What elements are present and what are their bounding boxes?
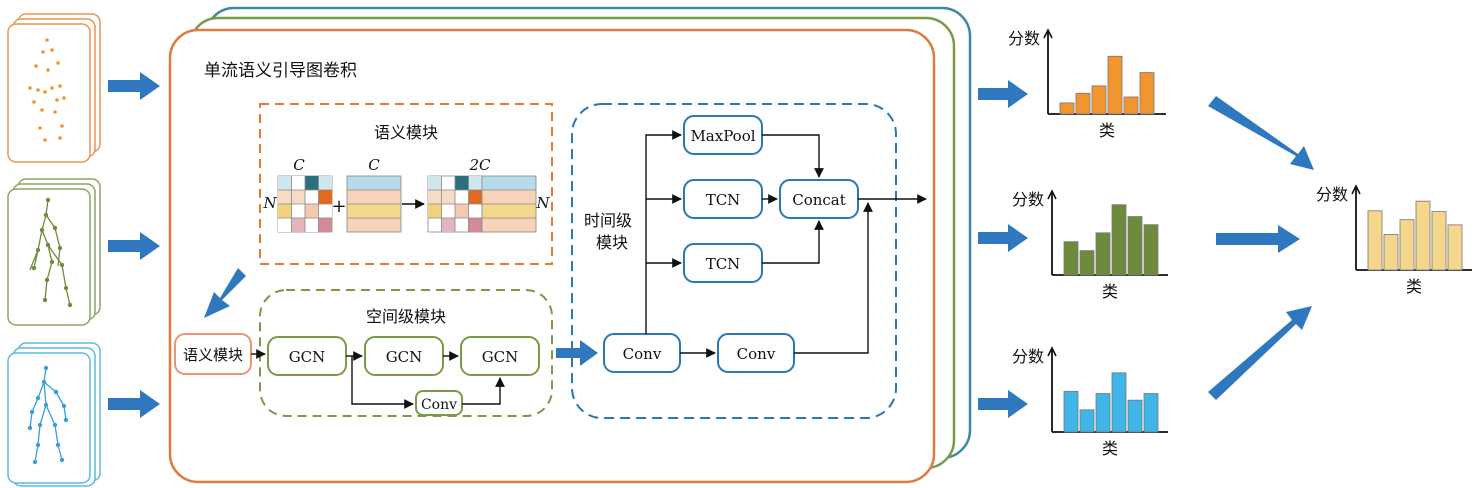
label-N-left: N [262,194,277,212]
label-C-middle: C [368,156,380,174]
tcn-label-1: TCN [706,191,741,209]
bar [1063,390,1079,433]
concat-label: Concat [792,191,846,209]
plus-sign: + [331,196,346,217]
y-axis-arrowhead [1047,346,1057,357]
bar [1367,210,1383,271]
output-arrows [978,80,1314,418]
chart-ylabel: 分数 [1012,347,1044,366]
bar [1143,393,1159,433]
gcn-label-2: GCN [386,348,423,366]
label-2C: 2C [468,156,491,174]
bar [1431,211,1447,271]
chart-ylabel: 分数 [1316,185,1348,204]
bar [1399,219,1415,271]
spatial-connectors [251,349,505,409]
y-axis-arrowhead [1047,189,1057,200]
gcn-label-3: GCN [482,348,519,366]
score-chart-2: 分数类 [1012,189,1168,301]
bar [1079,250,1095,276]
bar [1107,55,1123,115]
input-stack-blue [7,342,101,487]
semantic-to-input-arrow [204,268,246,318]
chart-xlabel: 类 [1099,121,1115,140]
chart-ylabel: 分数 [1012,190,1044,209]
fused-score-chart: 分数类 [1316,184,1472,296]
temporal-title-line1: 时间级 [584,211,632,230]
score-chart-1: 分数类 [1008,28,1166,140]
bar [1139,72,1155,115]
chart-xlabel: 类 [1102,282,1118,301]
semantic-module-title: 语义模块 [374,123,438,142]
score-chart-3: 分数类 [1012,346,1168,458]
bar [1383,234,1399,271]
bar [1127,399,1143,433]
temporal-title-line2: 模块 [596,233,628,252]
spatial-to-temporal-arrow [556,340,598,366]
y-axis-arrowhead [1043,28,1053,39]
bar [1123,96,1139,115]
bar [1143,224,1159,276]
bar [1091,85,1107,115]
y-axis-arrowhead [1351,184,1361,195]
adjacency-matrix [277,175,333,233]
bar [1415,200,1431,271]
skeleton-points-orange [28,38,66,142]
input-stack-orange [7,13,101,163]
temporal-conv-label-1: Conv [623,345,662,363]
chart-xlabel: 类 [1102,439,1118,458]
input-arrows [108,72,160,418]
chart-xlabel: 类 [1406,277,1422,296]
bar [1075,92,1091,115]
embedding-matrix [346,175,402,233]
spatial-conv-box [415,390,463,416]
concatenated-matrix [427,175,537,233]
spatial-module-title: 空间级模块 [366,307,446,326]
bar [1111,372,1127,433]
temporal-connectors [645,130,927,358]
gcn-box-3 [460,336,540,376]
tcn-label-2: TCN [706,255,741,273]
bar [1079,409,1095,433]
label-C-left: C [293,156,305,174]
semantic-input-label: 语义模块 [183,346,243,364]
bar [1063,241,1079,276]
spatial-conv-label: Conv [421,397,457,413]
bar [1059,102,1075,115]
input-stack-green [7,178,101,326]
bar [1095,232,1111,276]
temporal-module-box [571,103,897,419]
bar [1111,204,1127,276]
bar [1127,216,1143,276]
bar [1095,393,1111,433]
maxpool-label: MaxPool [690,127,755,145]
bar [1447,224,1463,271]
temporal-conv-label-2: Conv [737,345,776,363]
label-N-right: N [535,194,550,212]
chart-ylabel: 分数 [1008,29,1040,48]
main-title: 单流语义引导图卷积 [204,61,357,81]
gcn-label-1: GCN [289,348,326,366]
